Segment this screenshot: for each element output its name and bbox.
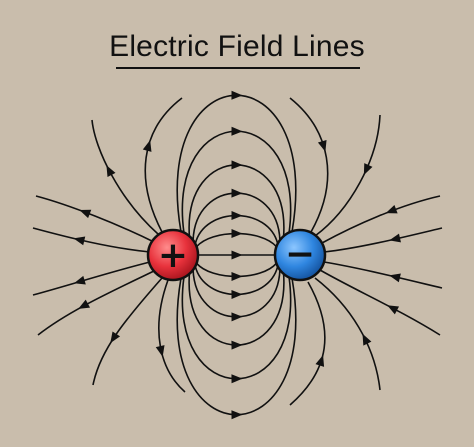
field-line-negative-outer: [289, 97, 329, 233]
field-line-negative-outer: [314, 277, 381, 391]
field-arrow: [231, 250, 243, 260]
field-line-negative-outer: [319, 269, 441, 336]
field-arrow: [155, 345, 165, 357]
field-arrow: [231, 312, 243, 322]
field-arrow: [385, 205, 398, 214]
field-arrows: [73, 90, 401, 420]
field-arrow: [231, 188, 243, 198]
field-arrow: [362, 333, 372, 346]
field-arrow: [231, 271, 243, 281]
field-arrow: [389, 273, 401, 283]
field-line-positive-outer: [32, 261, 151, 296]
field-arrow: [317, 139, 327, 152]
field-arrow: [231, 289, 243, 299]
field-line-negative-outer: [321, 195, 441, 244]
field-arrow: [231, 126, 243, 136]
field-arrow: [231, 410, 243, 420]
field-arrow: [73, 275, 86, 285]
field-arrow: [231, 211, 243, 221]
field-line-negative-outer: [323, 261, 443, 289]
field-arrow: [231, 90, 243, 100]
field-line-positive-outer: [37, 269, 157, 336]
field-line-negative-outer: [289, 281, 326, 406]
field-line-positive-outer: [92, 277, 163, 386]
field-arrow: [315, 355, 325, 367]
field-arrow: [389, 233, 401, 243]
field-line-positive-outer: [158, 279, 186, 393]
negative-charge-symbol: −: [285, 234, 315, 275]
field-arrow: [231, 160, 243, 170]
field-arrow: [79, 209, 92, 219]
field-arrow: [106, 165, 116, 178]
field-arrow: [110, 331, 121, 344]
title-underline: [116, 67, 360, 69]
field-arrow: [363, 163, 373, 176]
field-line-negative-outer: [314, 114, 381, 237]
field-line-connecting: [188, 164, 285, 237]
negative-charge: −: [273, 228, 327, 282]
field-line-connecting: [188, 273, 285, 346]
field-arrow: [231, 374, 243, 384]
field-arrow: [231, 340, 243, 350]
field-arrow: [387, 305, 400, 315]
field-arrow: [231, 229, 243, 239]
field-arrow: [78, 299, 91, 309]
field-arrow: [142, 140, 152, 152]
field-line-positive-outer: [144, 97, 183, 233]
field-line-positive-outer: [32, 227, 151, 253]
field-line-negative-outer: [323, 227, 443, 253]
diagram-title: Electric Field Lines: [109, 30, 365, 63]
positive-charge-symbol: +: [158, 235, 188, 276]
field-arrow: [73, 236, 86, 246]
field-line-positive-outer: [91, 119, 159, 235]
field-line-positive-outer: [35, 195, 157, 244]
positive-charge: +: [146, 228, 200, 282]
